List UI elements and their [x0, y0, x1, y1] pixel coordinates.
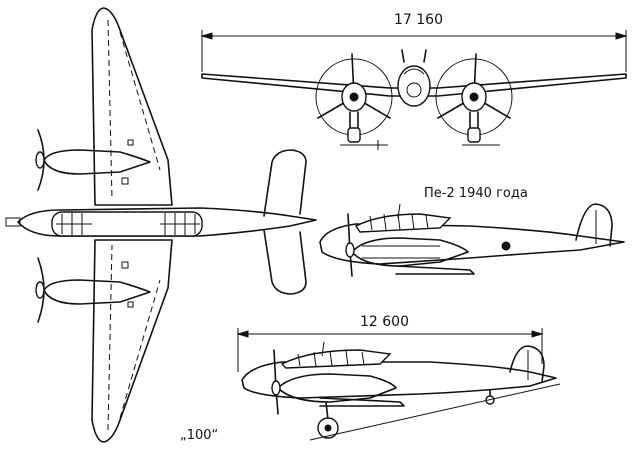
top-view-fuselage [17, 207, 317, 237]
top-view-tailplane-upper [263, 149, 307, 217]
variant-label: „100“ [180, 428, 219, 443]
front-view [200, 30, 628, 150]
top-view-upper-wing [91, 7, 173, 206]
model-caption: Пе-2 1940 года [424, 186, 528, 201]
top-view-upper-nacelle [43, 149, 151, 175]
span-dimension-line [200, 30, 628, 72]
span-dimension-label: 17 160 [394, 12, 443, 28]
side-view-lower-nacelle [277, 373, 397, 403]
side-view-upper-nacelle [351, 237, 469, 267]
side-view-lower-tail [509, 345, 545, 383]
top-view-glazing-frames [56, 213, 200, 235]
top-view-lower-propeller [35, 257, 45, 323]
top-view-tailplane-lower [263, 229, 307, 295]
top-view-lower-nacelle [43, 279, 151, 305]
top-view [5, 7, 317, 443]
top-view-upper-propeller [35, 129, 45, 191]
side-view-upper [319, 203, 625, 277]
top-view-lower-wing [91, 239, 173, 443]
front-view-fuselage [397, 65, 431, 107]
side-view-upper-fuselage [319, 223, 625, 265]
length-dimension-label: 12 600 [360, 314, 409, 330]
length-dimension-line [236, 328, 544, 372]
side-view-lower [236, 328, 561, 441]
side-view-upper-tail [575, 203, 613, 247]
side-view-lower-fuselage [241, 361, 557, 399]
